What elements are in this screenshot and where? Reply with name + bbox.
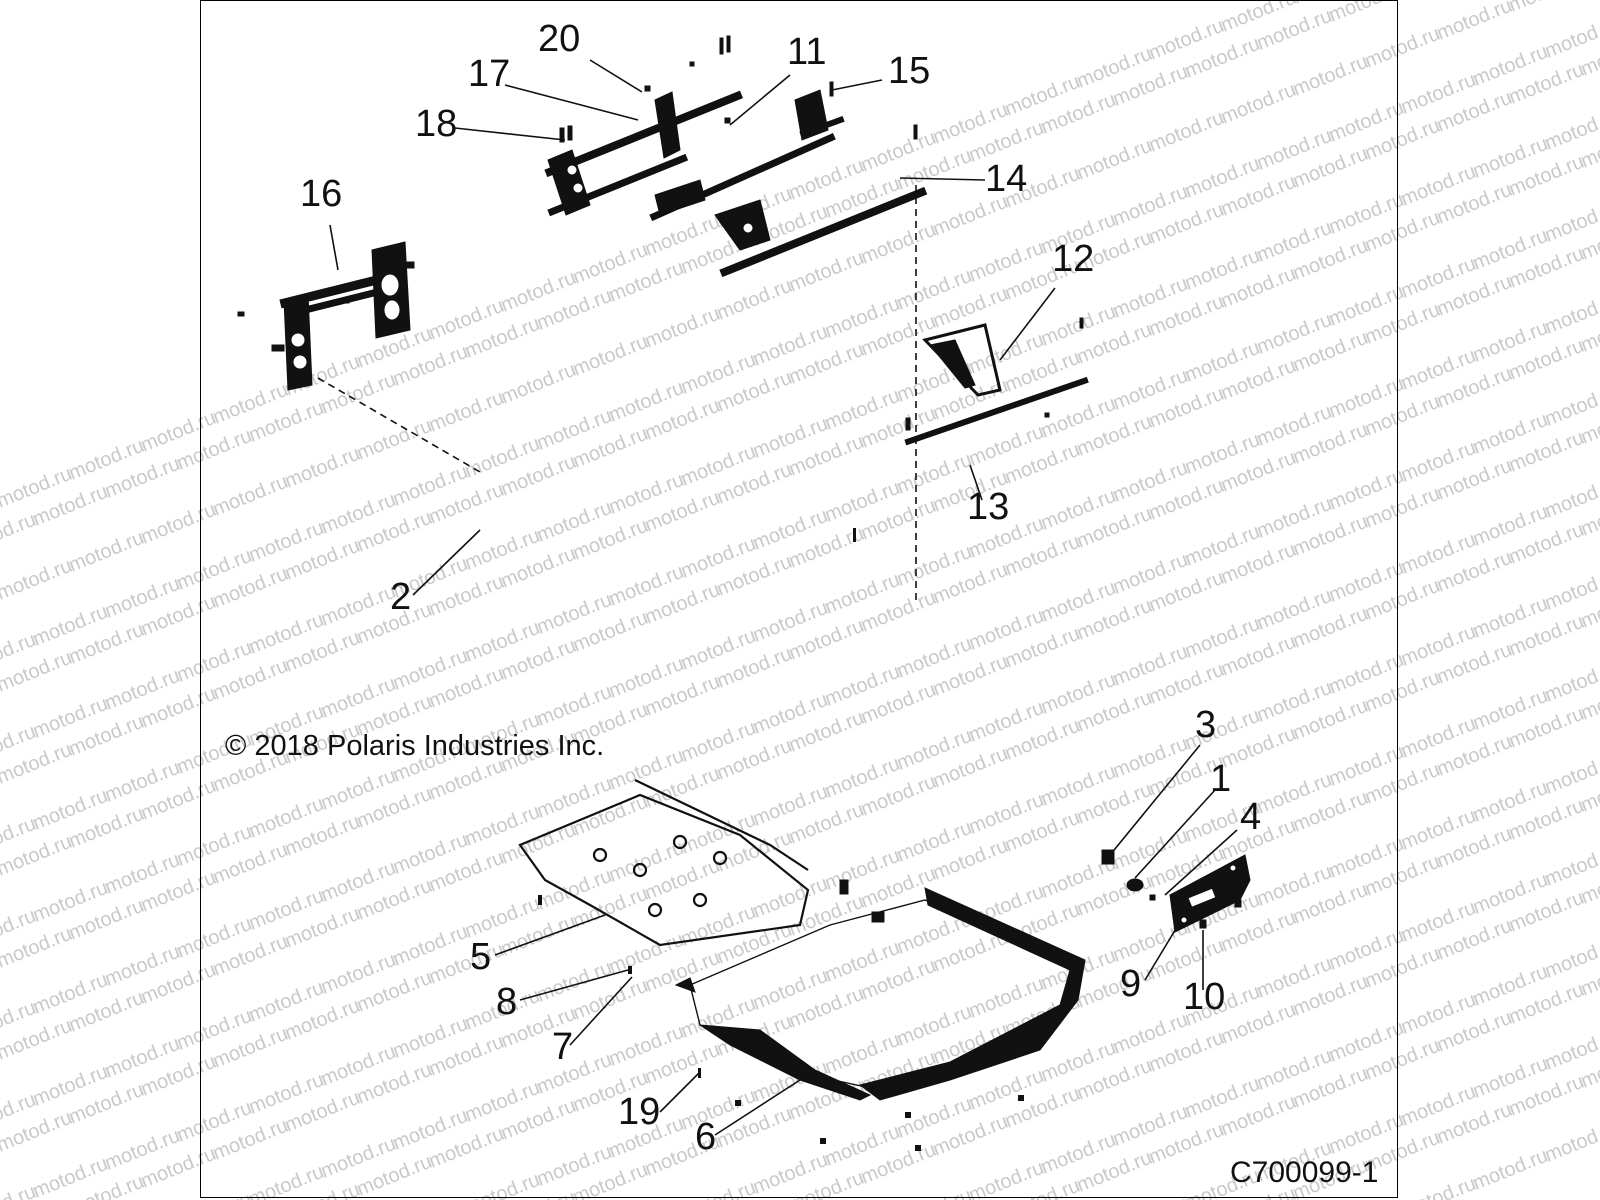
leader-9 <box>1144 921 1181 981</box>
leader-19 <box>659 1071 701 1113</box>
leader-4 <box>1164 829 1238 896</box>
guide-line-left <box>317 377 481 473</box>
callout-17: 17 <box>468 53 511 95</box>
part-9-hitch-bracket <box>1101 849 1251 933</box>
callout-4: 4 <box>1240 796 1262 838</box>
callout-3: 3 <box>1195 704 1217 746</box>
callout-9: 9 <box>1120 963 1142 1005</box>
fasteners <box>538 528 1024 1151</box>
callout-6: 6 <box>695 1116 717 1158</box>
leader-6 <box>714 1079 801 1136</box>
leader-16 <box>329 224 339 271</box>
leader-2 <box>412 529 481 596</box>
copyright-notice: © 2018 Polaris Industries Inc. <box>225 730 605 762</box>
callout-14: 14 <box>985 158 1028 200</box>
leader-12 <box>999 287 1056 361</box>
leader-15 <box>831 79 883 91</box>
callout-7: 7 <box>552 1026 574 1068</box>
part-6-skid-plate <box>674 879 1086 1101</box>
callout-2: 2 <box>390 576 412 618</box>
callout-8: 8 <box>496 981 518 1023</box>
callout-5: 5 <box>470 936 492 978</box>
figure-code: C700099-1 <box>1230 1156 1379 1189</box>
callout-1: 1 <box>1210 758 1232 800</box>
leader-11 <box>729 74 791 126</box>
diagram-frame <box>200 0 1398 1198</box>
callout-11: 11 <box>787 31 827 73</box>
callout-19: 19 <box>618 1091 661 1133</box>
part-12-brace <box>904 317 1089 446</box>
leader-14 <box>899 177 986 181</box>
leader-17 <box>504 84 639 121</box>
leader-20 <box>589 59 643 93</box>
callout-10: 10 <box>1183 976 1226 1018</box>
part-6-outline <box>689 899 1076 1091</box>
leader-18 <box>454 127 566 141</box>
leader-13 <box>969 464 983 501</box>
leader-3 <box>1109 744 1201 856</box>
callout-16: 16 <box>300 173 343 215</box>
part-5-skid-plate <box>518 779 810 947</box>
callout-13: 13 <box>967 486 1010 528</box>
part-14-rails <box>649 81 928 278</box>
callout-12: 12 <box>1052 238 1095 280</box>
part-16-bulkhead <box>237 241 415 391</box>
assembly-guides <box>317 185 917 600</box>
callout-18: 18 <box>415 103 458 145</box>
part-17-crossmember <box>544 35 743 217</box>
leader-7 <box>569 976 633 1046</box>
callout-20: 20 <box>538 18 581 60</box>
callout-15: 15 <box>888 50 931 92</box>
leader-8 <box>519 969 629 1001</box>
leader-lines <box>329 59 1238 1136</box>
leader-5 <box>494 914 606 956</box>
leader-1 <box>1134 789 1216 879</box>
